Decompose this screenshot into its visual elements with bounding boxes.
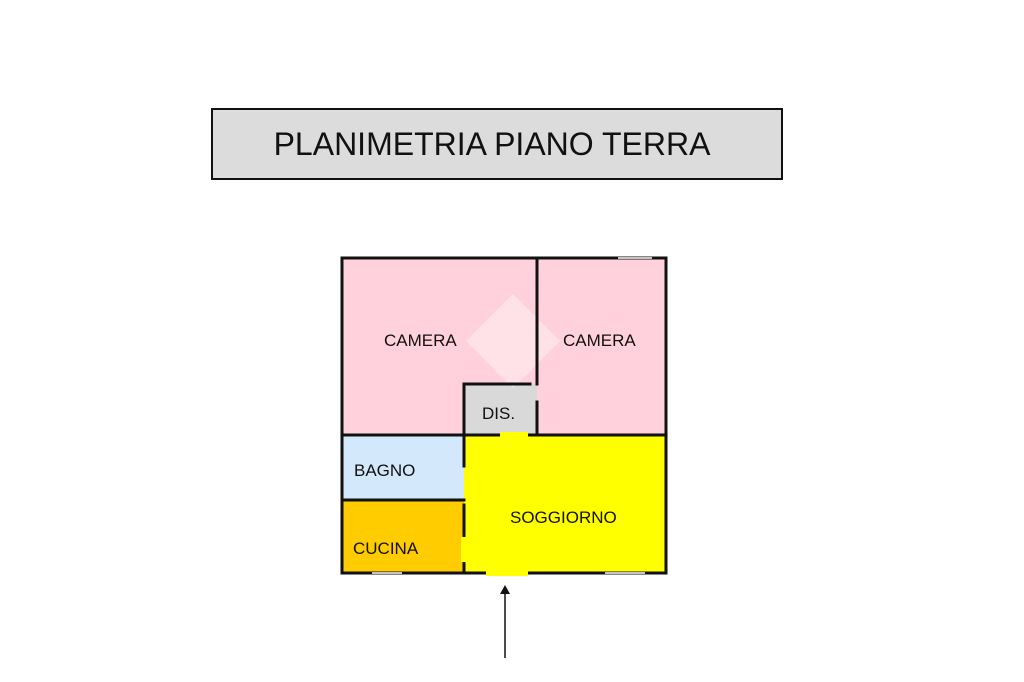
label-disimpegno: DIS. xyxy=(482,404,515,423)
door-cucina-soggiorno xyxy=(461,537,467,562)
room-bagno xyxy=(342,435,464,500)
room-camera-right xyxy=(537,258,665,435)
door-entrance xyxy=(486,569,528,576)
door-openings xyxy=(461,432,528,576)
label-camera-left: CAMERA xyxy=(384,331,457,350)
window-marks xyxy=(372,257,652,574)
entrance-arrow-icon xyxy=(500,585,510,658)
room-soggiorno xyxy=(464,435,665,572)
door-dis-soggiorno xyxy=(500,432,528,438)
label-camera-right: CAMERA xyxy=(563,331,636,350)
inner-walls xyxy=(340,256,668,575)
outer-walls xyxy=(340,256,668,575)
label-bagno: BAGNO xyxy=(354,461,415,480)
label-cucina: CUCINA xyxy=(353,539,419,558)
page-title: PLANIMETRIA PIANO TERRA xyxy=(273,125,711,162)
room-cucina xyxy=(342,500,464,572)
room-disimpegno xyxy=(464,384,537,435)
title-box: PLANIMETRIA PIANO TERRA xyxy=(211,108,783,180)
label-soggiorno: SOGGIORNO xyxy=(510,508,617,527)
